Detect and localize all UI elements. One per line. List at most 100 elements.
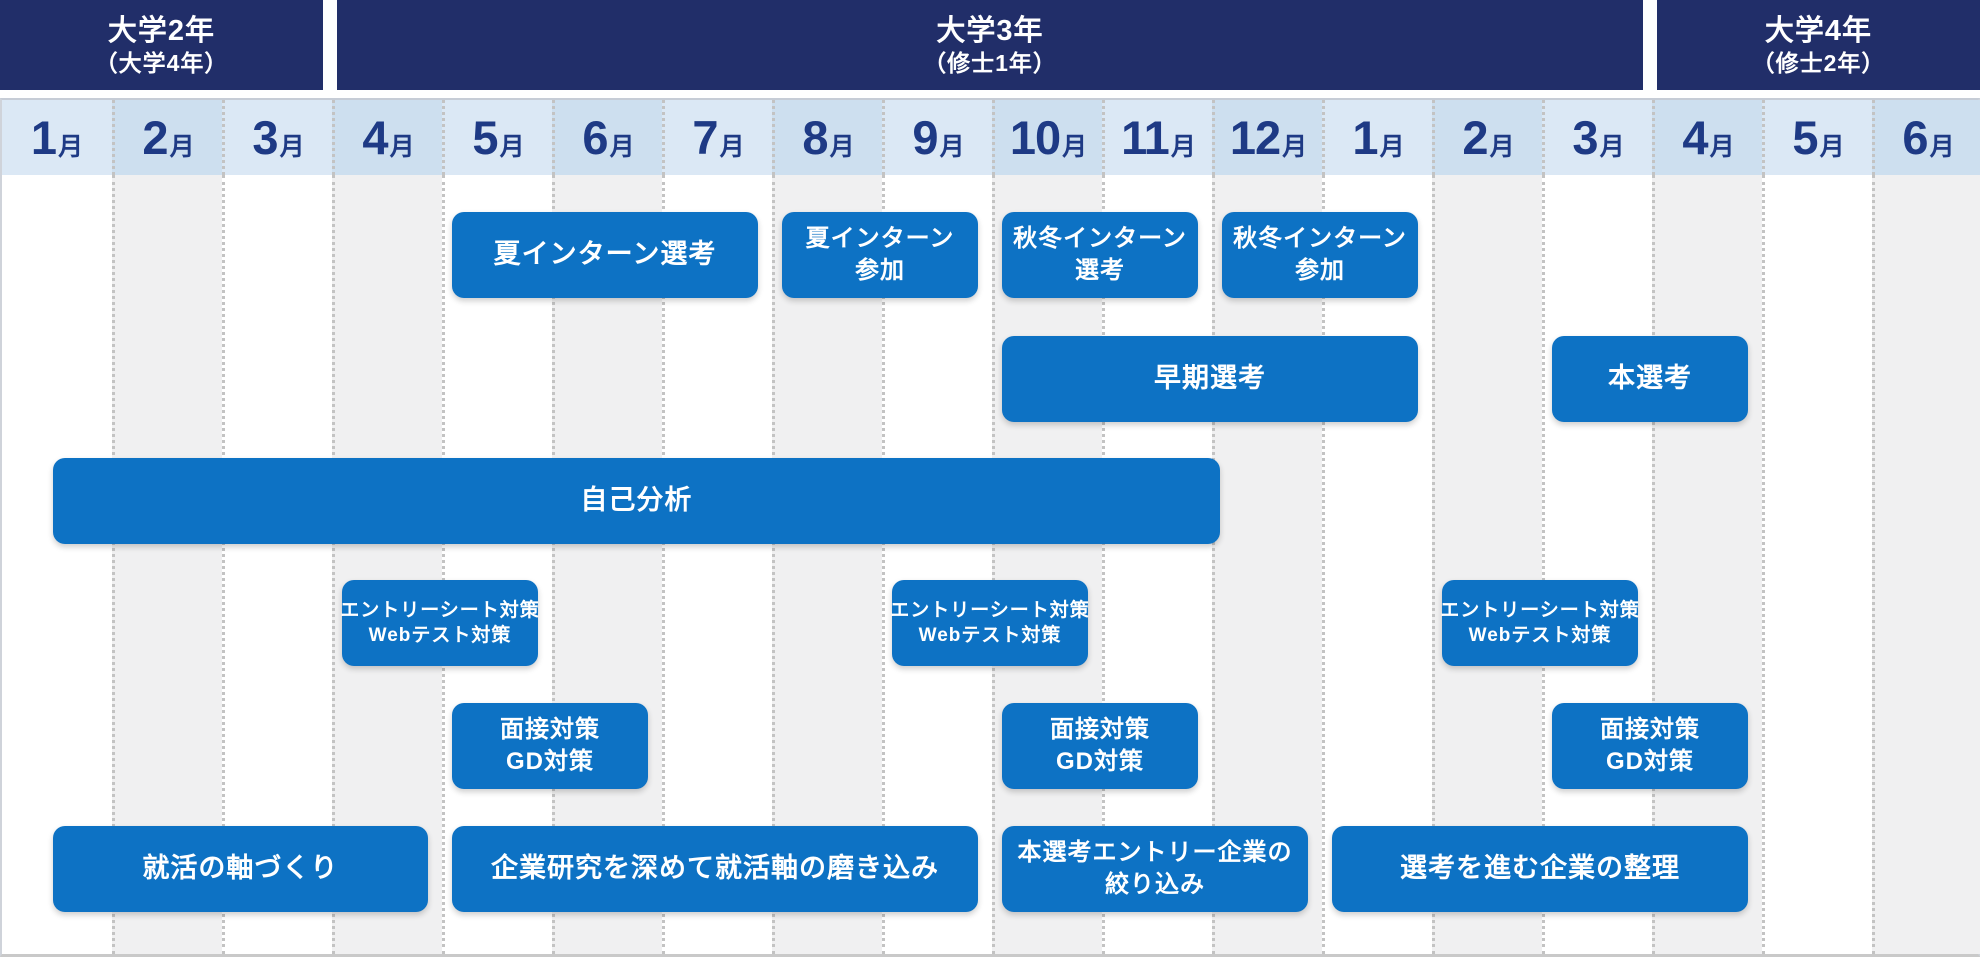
task-bar-label: 面接対策 (1600, 716, 1700, 744)
month-number: 3 (252, 111, 278, 164)
task-bar-label: 企業研究を深めて就活軸の磨き込み (491, 853, 939, 884)
month-number: 11 (1121, 111, 1170, 164)
month-number: 1 (30, 111, 57, 164)
task-bar-label: 選考 (1075, 257, 1125, 284)
month-number: 6 (582, 111, 608, 164)
task-bar-main-selection-entry-narrowing: 本選考エントリー企業の絞り込み (1002, 826, 1308, 912)
month-number: 5 (1792, 111, 1818, 164)
task-bar-label: 早期選考 (1154, 363, 1266, 394)
grid-column-17 (1762, 175, 1872, 954)
task-bar-job-hunt-axis-building: 就活の軸づくり (52, 826, 428, 912)
task-bar-label: エントリーシート対策 (890, 599, 1090, 621)
grid-column-6 (552, 175, 662, 954)
month-number: 12 (1229, 111, 1281, 164)
month-number: 2 (1462, 111, 1488, 164)
task-bar-label: 本選考 (1608, 363, 1692, 394)
task-bar-label: 参加 (1295, 257, 1345, 284)
task-bar-label: 秋冬インターン (1233, 225, 1407, 253)
year-band-label: 大学4年 (1764, 14, 1873, 47)
task-bar-label: 就活の軸づくり (142, 853, 339, 884)
task-bar-label: エントリーシート対策 (340, 599, 540, 621)
task-bar-label: 面接対策 (1050, 716, 1150, 744)
task-bar-label: 自己分析 (580, 485, 693, 516)
month-suffix: 月 (389, 132, 415, 161)
task-bar-autumn-winter-intern-participation: 秋冬インターン参加 (1222, 212, 1418, 298)
grid-column-2 (112, 175, 222, 954)
month-suffix: 月 (58, 132, 84, 161)
month-suffix: 月 (279, 132, 305, 161)
task-bar-label: 絞り込み (1105, 871, 1205, 898)
task-bar-selection-company-organizing: 選考を進む企業の整理 (1332, 826, 1748, 912)
year-band-sublabel: （大学4年） (94, 49, 229, 76)
month-number: 9 (912, 111, 938, 164)
month-suffix: 月 (1819, 132, 1845, 161)
year-band-1: 大学2年（大学4年） (0, 0, 323, 90)
task-bar-label: Webテスト対策 (1468, 625, 1612, 646)
task-bar-self-analysis: 自己分析 (52, 458, 1220, 544)
task-bar-label: 参加 (855, 257, 905, 284)
month-number: 8 (802, 111, 828, 164)
month-number: 2 (142, 111, 168, 164)
grid-column-18 (1872, 175, 1980, 954)
task-bar-interview-gd-prep-2: 面接対策 GD対策 (1002, 703, 1198, 789)
task-bar-label: 夏インターン選考 (493, 239, 717, 270)
task-bar-label: 選考を進む企業の整理 (1400, 853, 1680, 884)
task-bar-early-selection: 早期選考 (1002, 336, 1418, 422)
month-suffix: 月 (1170, 132, 1196, 161)
grid-column-4 (332, 175, 442, 954)
year-band-sublabel: （修士2年） (1751, 49, 1886, 76)
month-suffix: 月 (1489, 132, 1515, 161)
task-bar-autumn-winter-intern-selection: 秋冬インターン選考 (1002, 212, 1198, 298)
year-band-3: 大学4年（修士2年） (1657, 0, 1980, 90)
task-bar-company-research-deepening: 企業研究を深めて就活軸の磨き込み (452, 826, 978, 912)
month-number: 10 (1009, 111, 1061, 164)
task-bar-label: 夏インターン (805, 225, 955, 253)
grid-column-5 (442, 175, 552, 954)
month-suffix: 月 (499, 132, 525, 161)
month-suffix: 月 (829, 132, 855, 161)
month-number: 3 (1572, 111, 1598, 164)
task-bar-label: GD対策 (1056, 748, 1144, 775)
task-bar-main-selection: 本選考 (1552, 336, 1748, 422)
grid-column-7 (662, 175, 772, 954)
month-number: 4 (362, 111, 388, 164)
month-suffix: 月 (1929, 132, 1955, 161)
grid-column-12 (1212, 175, 1322, 954)
task-bar-label: 秋冬インターン (1013, 225, 1187, 253)
month-number: 6 (1902, 111, 1928, 164)
month-number: 7 (692, 111, 718, 164)
task-bar-label: GD対策 (506, 748, 594, 775)
year-band-label: 大学3年 (936, 14, 1044, 47)
year-band-2: 大学3年（修士1年） (337, 0, 1643, 90)
timeline-grid (0, 175, 1980, 957)
grid-column-15 (1542, 175, 1652, 954)
month-suffix: 月 (1062, 132, 1088, 161)
grid-column-16 (1652, 175, 1762, 954)
year-band-sublabel: （修士1年） (923, 49, 1057, 76)
month-suffix: 月 (169, 132, 195, 161)
year-band-label: 大学2年 (107, 14, 216, 47)
task-bar-label: Webテスト対策 (918, 625, 1062, 646)
grid-column-13 (1322, 175, 1432, 954)
